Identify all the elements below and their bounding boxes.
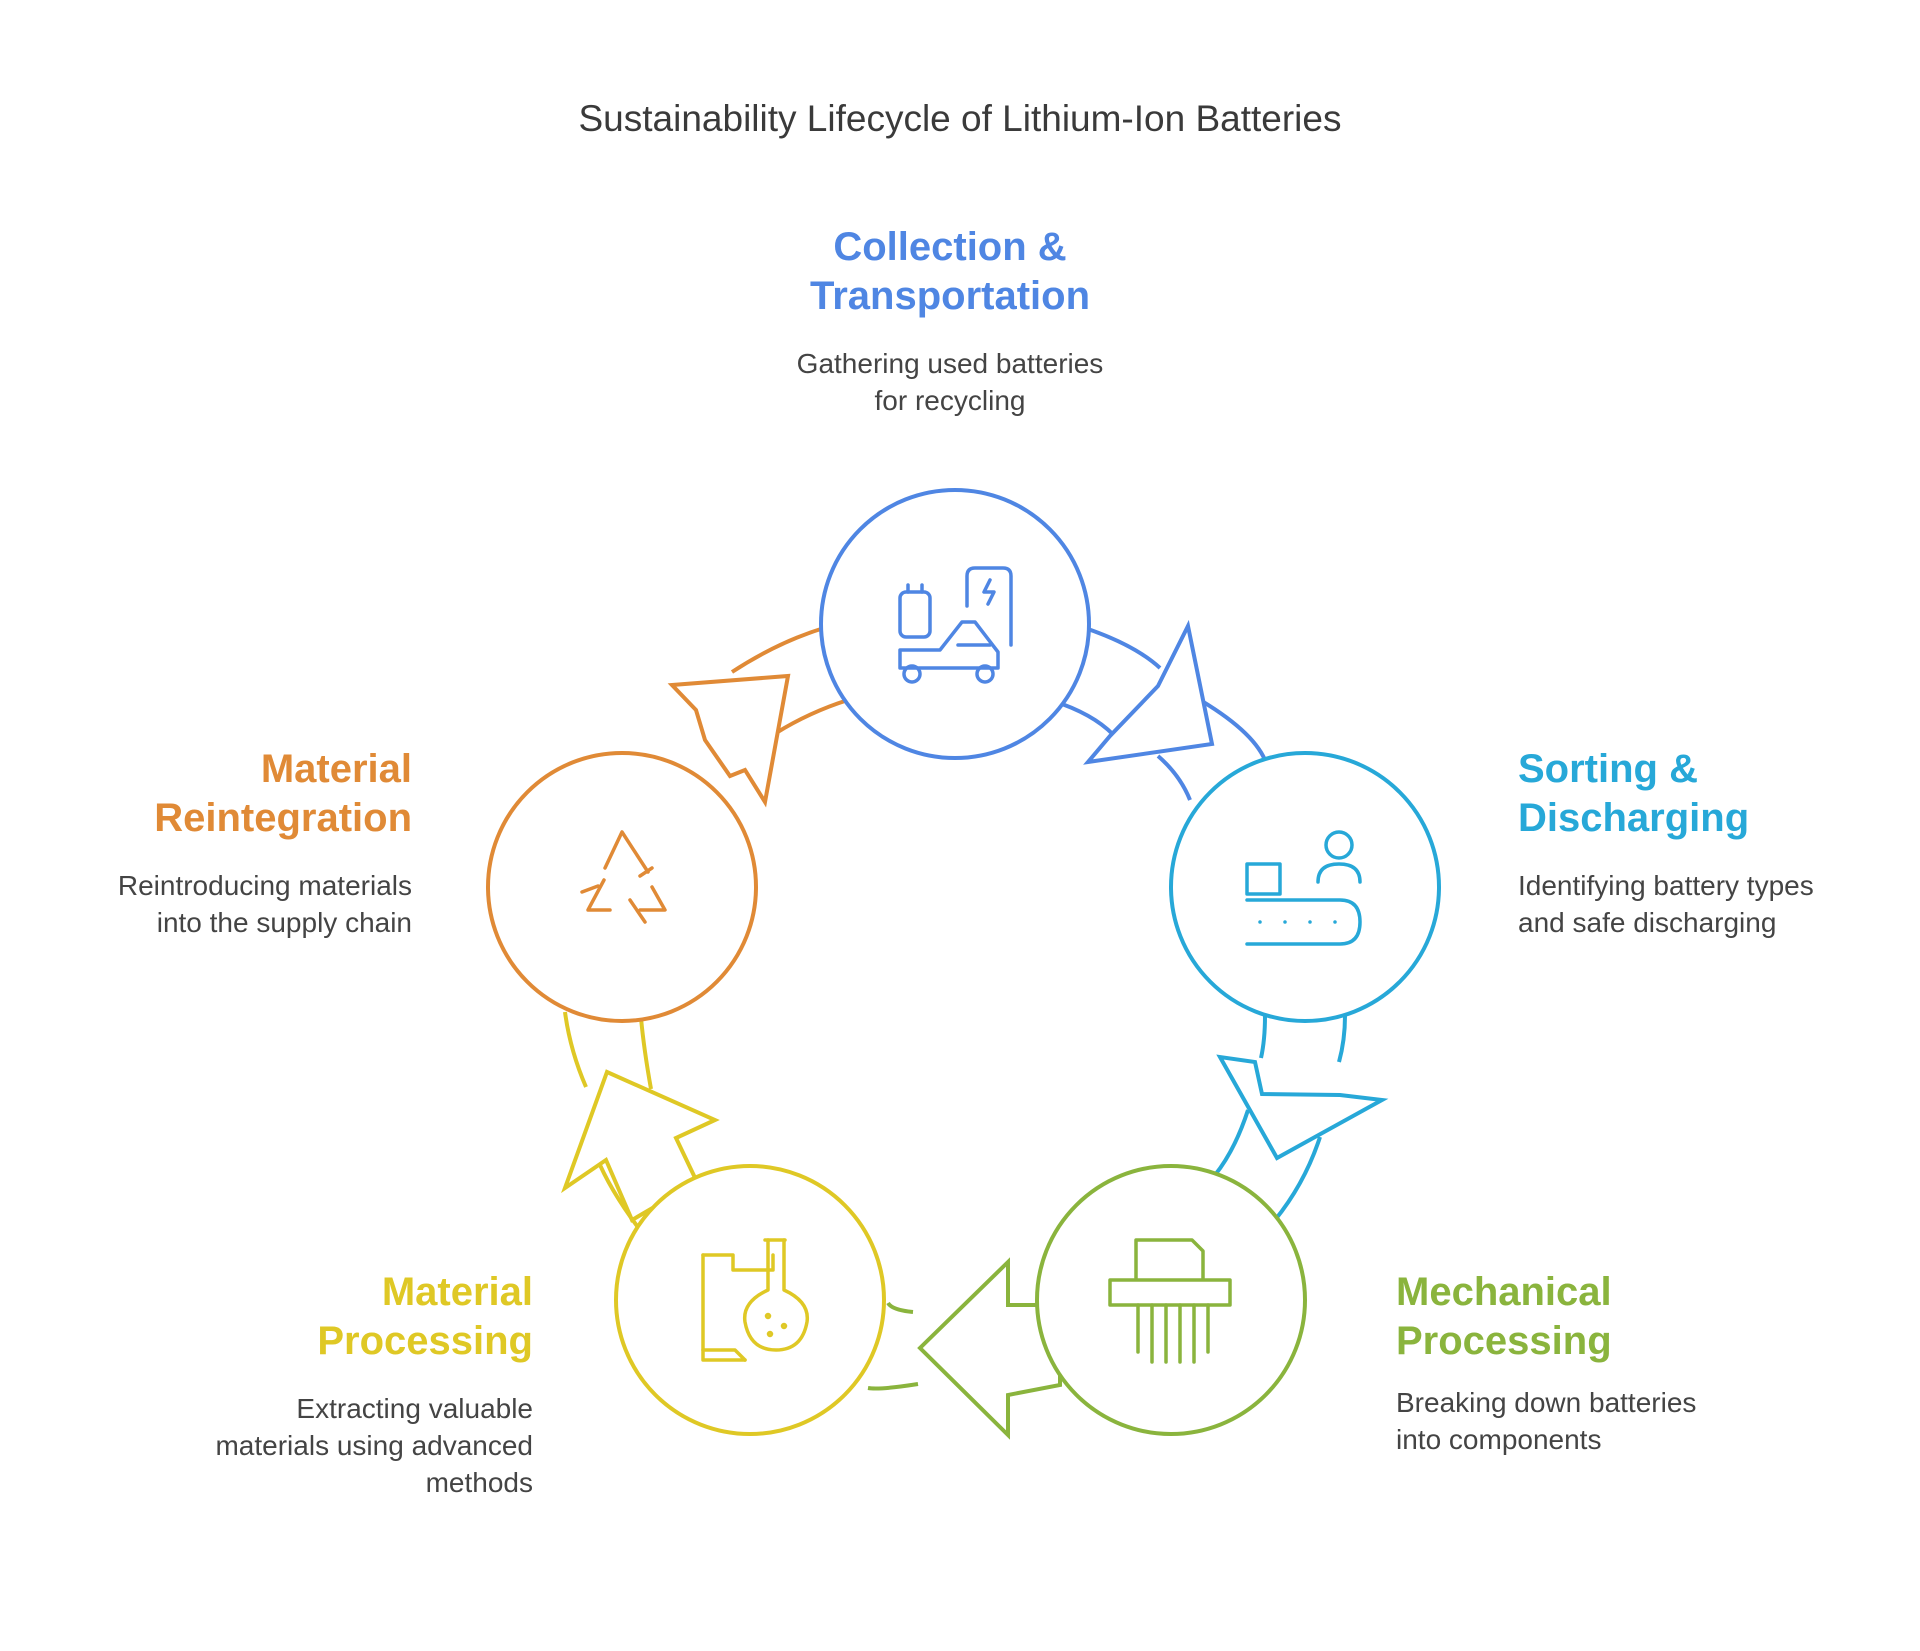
stage-circle-reintegration[interactable] xyxy=(486,751,758,1023)
stage-title-line: Processing xyxy=(1396,1319,1612,1363)
stage-desc-line: Reintroducing materials xyxy=(117,870,412,901)
stage-description: Identifying battery types and safe disch… xyxy=(1518,867,1898,941)
stage-description: Extracting valuable materials using adva… xyxy=(133,1390,533,1501)
shredder-icon xyxy=(1108,1238,1232,1364)
stage-description: Gathering used batteries for recycling xyxy=(700,345,1200,419)
stage-circle-collection[interactable] xyxy=(819,488,1091,760)
stage-title-line: Transportation xyxy=(809,274,1091,318)
stage-circle-sorting[interactable] xyxy=(1169,751,1441,1023)
stage-label-collection: Collection & Transportation Gathering us… xyxy=(700,223,1200,419)
arrowhead-to-material xyxy=(917,1257,1062,1440)
stage-desc-line: and safe discharging xyxy=(1518,907,1777,938)
stage-desc-line: Breaking down batteries xyxy=(1396,1387,1697,1418)
stage-description: Breaking down batteries into components xyxy=(1396,1384,1796,1458)
stage-desc-line: for recycling xyxy=(874,385,1026,416)
stage-label-mechanical: Mechanical Processing Breaking down batt… xyxy=(1396,1268,1796,1458)
stage-desc-line: Identifying battery types xyxy=(1518,870,1814,901)
stage-title-line: Processing xyxy=(317,1319,533,1363)
stage-desc-line: into components xyxy=(1396,1424,1602,1455)
stage-title-line: Mechanical xyxy=(1396,1270,1612,1314)
stage-title: Collection & Transportation xyxy=(700,223,1200,321)
stage-title: Sorting & Discharging xyxy=(1518,745,1898,843)
conveyor-belt-worker-icon xyxy=(1245,830,1362,946)
connector-sorting-to-mechanical xyxy=(1213,1015,1347,1222)
stage-desc-line: methods xyxy=(425,1467,533,1498)
stage-label-reintegration: Material Reintegration Reintroducing mat… xyxy=(12,745,412,941)
stage-label-material-processing: Material Processing Extracting valuable … xyxy=(133,1268,533,1501)
arrowhead-to-collection xyxy=(667,673,791,808)
stage-title-line: Reintegration xyxy=(154,796,412,840)
stage-title-line: Material xyxy=(381,1270,533,1314)
stage-desc-line: Gathering used batteries xyxy=(796,348,1104,379)
stage-circle-material-processing[interactable] xyxy=(614,1164,886,1436)
stage-label-sorting: Sorting & Discharging Identifying batter… xyxy=(1518,745,1898,941)
stage-description: Reintroducing materials into the supply … xyxy=(12,867,412,941)
stage-desc-line: materials using advanced xyxy=(215,1430,533,1461)
arrowhead-to-sorting xyxy=(1083,619,1215,765)
stage-desc-line: Extracting valuable xyxy=(296,1393,533,1424)
recycle-icon xyxy=(580,830,667,924)
electric-vehicle-charging-icon xyxy=(898,566,1013,684)
stage-desc-line: into the supply chain xyxy=(156,907,412,938)
stage-title-line: Material xyxy=(260,747,412,791)
stage-title-line: Collection & xyxy=(833,225,1067,269)
diagram-title: Sustainability Lifecycle of Lithium-Ion … xyxy=(578,98,1342,139)
stage-title-line: Discharging xyxy=(1518,796,1750,840)
stage-title: Mechanical Processing xyxy=(1396,1268,1796,1366)
connector-reintegration-to-collection xyxy=(730,626,849,735)
stage-title-line: Sorting & xyxy=(1518,747,1698,791)
stage-title: Material Reintegration xyxy=(12,745,412,843)
chemistry-flask-icon xyxy=(701,1238,810,1362)
stage-circle-mechanical[interactable] xyxy=(1035,1164,1307,1436)
arrowhead-to-mechanical xyxy=(1216,1054,1389,1161)
stage-title: Material Processing xyxy=(133,1268,533,1366)
